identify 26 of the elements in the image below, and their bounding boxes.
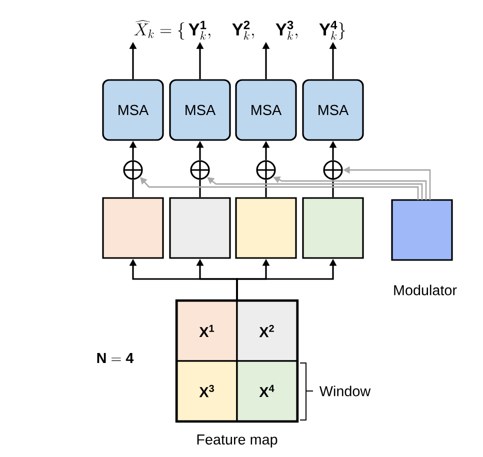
grid-cell: $\mathbf{X}^{\mathbf{3}}$ xyxy=(176,360,238,422)
window-box xyxy=(102,197,164,259)
connector-line xyxy=(132,180,134,198)
connector-line xyxy=(265,180,267,198)
grid-cell: $\mathbf{X}^{\mathbf{1}}$ xyxy=(176,300,238,362)
add-circle xyxy=(256,160,276,180)
connector-line xyxy=(199,180,201,198)
window-box xyxy=(169,197,231,259)
add-circle xyxy=(323,160,343,180)
window-label: Window xyxy=(319,386,371,396)
add-circle xyxy=(190,160,210,180)
add-circle xyxy=(123,160,143,180)
msa-box: MSA xyxy=(235,79,297,141)
connector-line xyxy=(332,180,334,198)
msa-box: MSA xyxy=(169,79,231,141)
window-box xyxy=(235,197,297,259)
msa-box: MSA xyxy=(102,79,164,141)
window-box xyxy=(302,197,364,259)
msa-box: MSA xyxy=(302,79,364,141)
modulator-box xyxy=(391,199,453,261)
grid-cell: $\mathbf{X}^{\mathbf{4}}$ xyxy=(236,360,298,422)
grid-cell: $\mathbf{X}^{\mathbf{2}}$ xyxy=(236,300,298,362)
formula-label: $\mathbf{N} = \mathbf{4}$ xyxy=(97,353,134,363)
node-label: Feature map xyxy=(197,434,278,448)
node-label: Modulator xyxy=(394,284,457,296)
output-formula: $\widehat{X}_k = \{\, \mathbf{Y}_k^{\mathbf{1}},\quad \mathbf{Y}_k^{\mathbf{2}},\quad \mathbf{Y}_k^{\mathbf{3}},\quad \mathbf{Y}_k^{\mathbf{4}} \}$ xyxy=(134,20,346,40)
